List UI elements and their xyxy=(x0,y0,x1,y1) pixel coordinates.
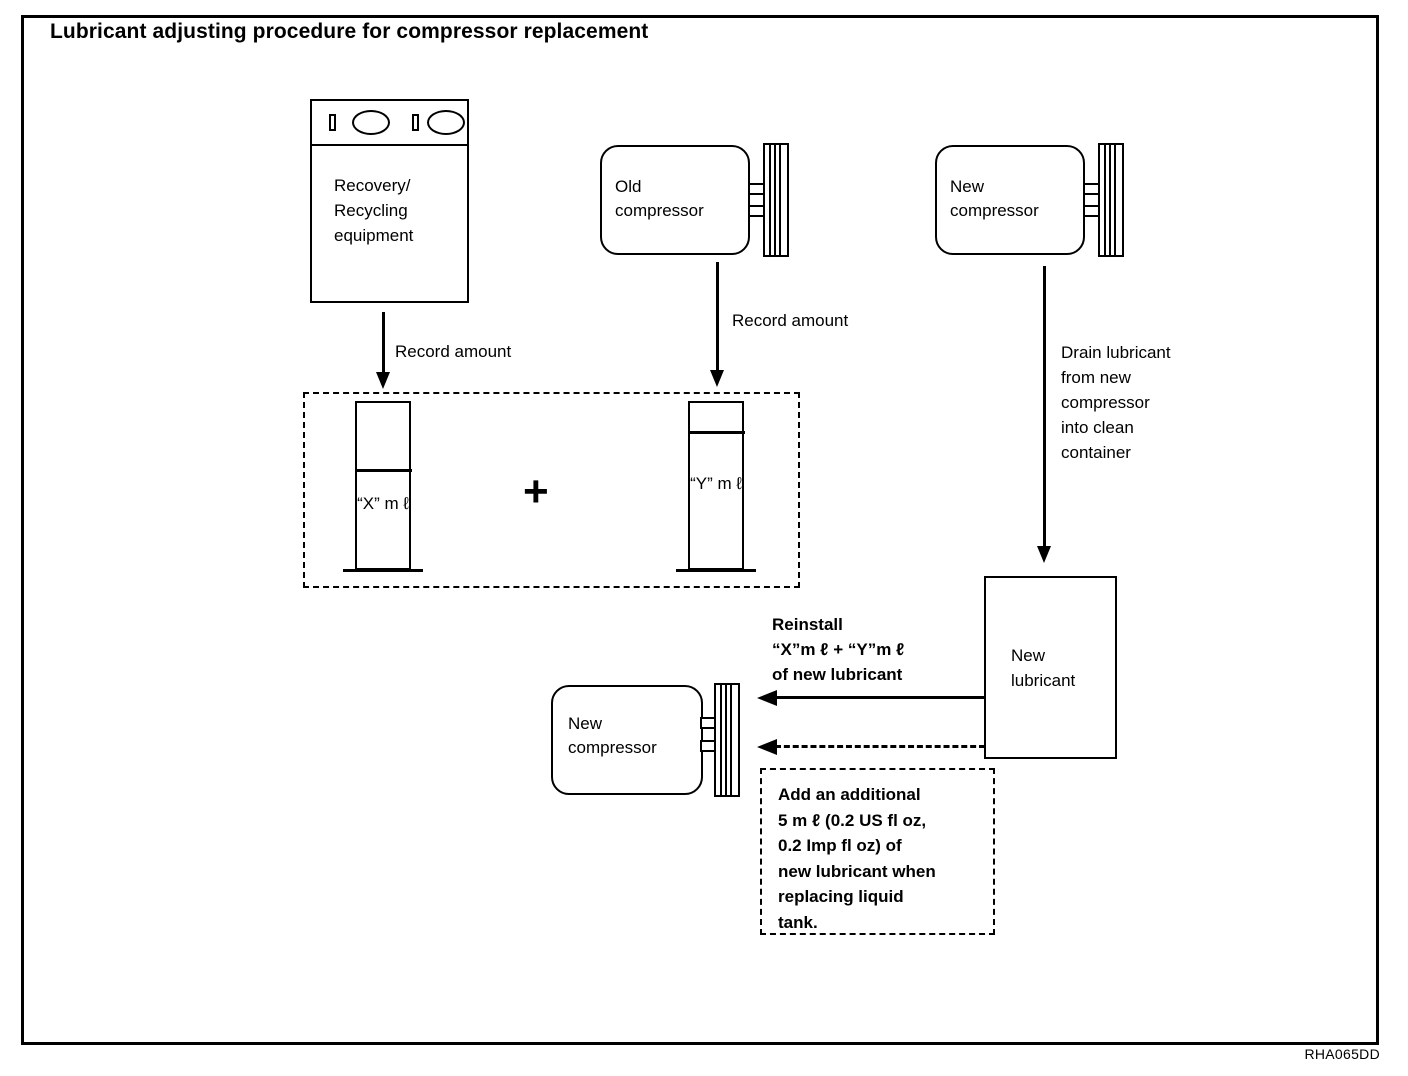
arrow-equipment-to-cylinder-x-head xyxy=(376,372,390,389)
gauge-dial-icon xyxy=(427,110,465,135)
reinstall-instruction: Reinstall “X”m ℓ + “Y”m ℓ of new lubrica… xyxy=(772,615,905,684)
measured-amount-group xyxy=(303,392,800,588)
cylinder-y-base xyxy=(676,569,756,572)
switch-icon xyxy=(329,114,336,131)
arrow-lubricant-to-compressor-dashed xyxy=(775,745,985,748)
cylinder-x: “X” m ℓ xyxy=(354,401,412,570)
arrow-lubricant-to-compressor-dashed-head xyxy=(757,739,777,755)
gauge-dial-icon xyxy=(352,110,390,135)
equipment-control-panel xyxy=(312,101,467,146)
equipment-label: Recovery/ Recycling equipment xyxy=(334,176,414,245)
cylinder-y-fluid-level xyxy=(687,431,745,434)
record-amount-left-label: Record amount xyxy=(395,342,512,361)
new-compressor-bottom-pulley xyxy=(714,683,740,797)
new-compressor-top-pulley xyxy=(1098,143,1124,257)
record-amount-middle-label: Record amount xyxy=(732,311,849,330)
arrow-new-compressor-to-lubricant xyxy=(1043,266,1046,548)
arrow-lubricant-to-compressor-solid-head xyxy=(757,690,777,706)
new-lubricant-container xyxy=(984,576,1117,759)
arrow-old-compressor-to-cylinder-y-head xyxy=(710,370,724,387)
switch-icon xyxy=(412,114,419,131)
drain-lubricant-label: Drain lubricant from new compressor into… xyxy=(1061,343,1171,462)
new-compressor-top-body xyxy=(935,145,1085,255)
new-compressor-top-label: New compressor xyxy=(950,177,1039,220)
new-compressor-bottom-label: New compressor xyxy=(568,714,657,757)
new-lubricant-label: New lubricant xyxy=(1011,646,1076,690)
page-title: Lubricant adjusting procedure for compre… xyxy=(50,20,649,43)
cylinder-x-fluid-level xyxy=(354,469,412,472)
arrow-old-compressor-to-cylinder-y xyxy=(716,262,719,372)
old-compressor-pulley xyxy=(763,143,789,257)
arrow-equipment-to-cylinder-x xyxy=(382,312,385,374)
cylinder-y-label: “Y” m ℓ xyxy=(690,474,742,493)
figure-id: RHA065DD xyxy=(1304,1046,1380,1062)
new-compressor-bottom-body xyxy=(551,685,703,795)
arrow-new-compressor-to-lubricant-head xyxy=(1037,546,1051,563)
old-compressor-label: Old compressor xyxy=(615,177,704,220)
additional-lubricant-note-text: Add an additional 5 m ℓ (0.2 US fl oz, 0… xyxy=(778,785,936,932)
cylinder-x-base xyxy=(343,569,423,572)
plus-operator: + xyxy=(523,467,549,516)
cylinder-x-label: “X” m ℓ xyxy=(357,494,409,513)
arrow-lubricant-to-compressor-solid xyxy=(775,696,985,699)
recovery-recycling-equipment: Recovery/ Recycling equipment xyxy=(310,99,469,303)
old-compressor-body xyxy=(600,145,750,255)
additional-lubricant-note: Add an additional 5 m ℓ (0.2 US fl oz, 0… xyxy=(760,768,995,935)
cylinder-y: “Y” m ℓ xyxy=(687,401,745,570)
